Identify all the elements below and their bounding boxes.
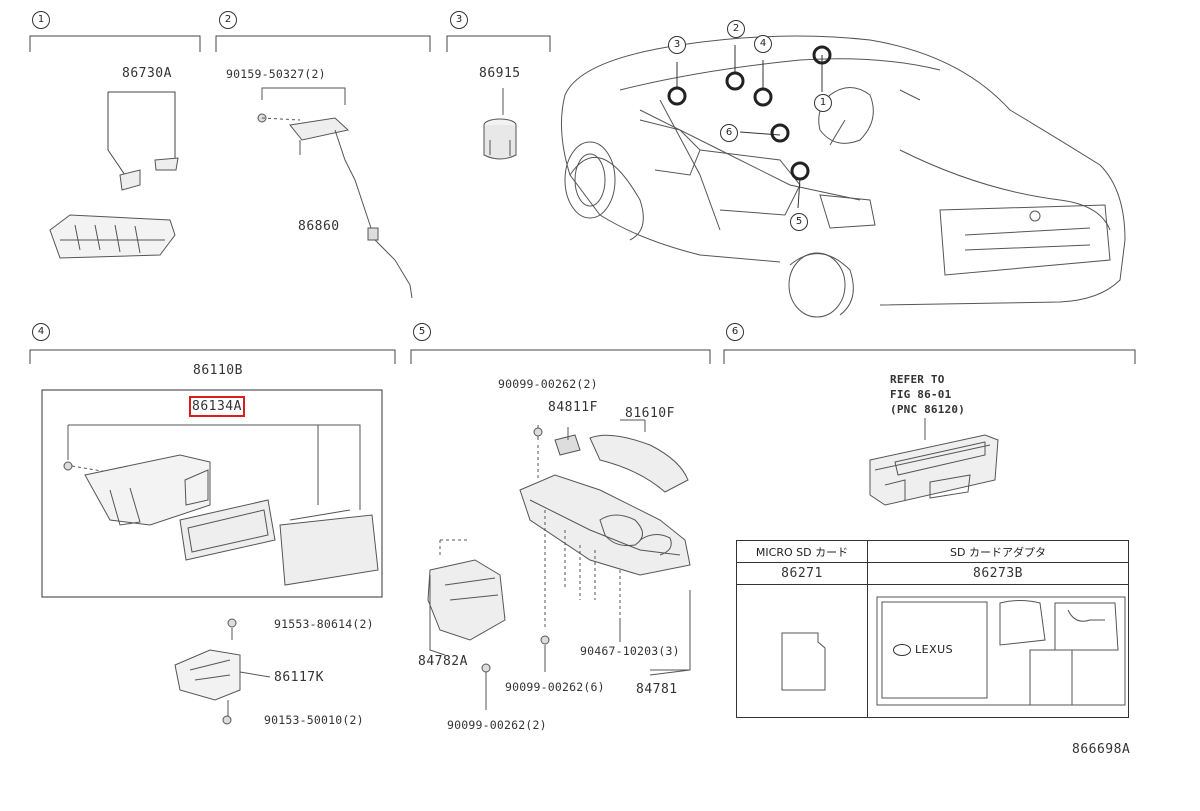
section-number-5: 5 — [413, 323, 431, 341]
part-label-86860[interactable]: 86860 — [298, 219, 340, 234]
lexus-logo-text: LEXUS — [915, 643, 954, 656]
part-label-90099-00262-6[interactable]: 90099-00262(6) — [505, 680, 605, 694]
part-label-84782A[interactable]: 84782A — [418, 654, 468, 669]
section-3-bracket — [446, 35, 551, 52]
part-label-84811F[interactable]: 84811F — [548, 400, 598, 415]
part-86117K-drawing — [174, 618, 271, 725]
section-number-2: 2 — [219, 11, 237, 29]
part-label-90099-00262-2-bottom[interactable]: 90099-00262(2) — [447, 718, 547, 732]
micro-sd-image-cell — [736, 584, 868, 718]
section-number-4: 4 — [32, 323, 50, 341]
car-callout-3: 3 — [668, 36, 686, 54]
part-84782A-drawing — [427, 539, 506, 656]
part-86110B-drawing — [63, 424, 379, 586]
section-4-bracket — [29, 349, 396, 364]
table-header-sd-adapter: SD カードアダプタ — [867, 540, 1129, 563]
refer-line-1: REFER TO — [890, 373, 945, 386]
head-unit-drawing — [869, 418, 999, 506]
part-label-86134A-highlighted[interactable]: 86134A — [189, 396, 245, 417]
section-number-6: 6 — [726, 323, 744, 341]
car-callout-6: 6 — [720, 124, 738, 142]
part-84781-drawing — [481, 419, 691, 710]
refer-line-2[interactable]: FIG 86-01 — [890, 388, 952, 401]
part-label-90099-00262-2-top[interactable]: 90099-00262(2) — [498, 377, 598, 391]
table-header-micro-sd: MICRO SD カード — [736, 540, 868, 563]
car-callout-4: 4 — [754, 35, 772, 53]
car-sketch — [560, 35, 1126, 318]
part-label-86915[interactable]: 86915 — [479, 66, 521, 81]
section-2-bracket — [215, 35, 431, 52]
table-part-86273B[interactable]: 86273B — [867, 562, 1129, 585]
part-label-90467-10203[interactable]: 90467-10203(3) — [580, 644, 680, 658]
part-label-81610F[interactable]: 81610F — [625, 406, 675, 421]
part-86915-drawing — [483, 88, 517, 160]
section-1-bracket — [29, 35, 201, 52]
section-number-1: 1 — [32, 11, 50, 29]
section-4-frame — [41, 389, 383, 598]
car-callout-2: 2 — [727, 20, 745, 38]
part-86730A-drawing — [49, 157, 179, 259]
refer-line-3: (PNC 86120) — [890, 403, 966, 416]
part-label-90159-50327[interactable]: 90159-50327(2) — [226, 67, 326, 81]
car-callout-5: 5 — [790, 213, 808, 231]
part-label-86117K[interactable]: 86117K — [274, 670, 324, 685]
lexus-logo: LEXUS — [893, 643, 953, 656]
callout-leaders — [676, 45, 823, 209]
section-6-bracket — [723, 349, 1136, 364]
figure-id: 866698A — [1072, 742, 1131, 757]
part-label-90153-50010[interactable]: 90153-50010(2) — [264, 713, 364, 727]
table-part-86271[interactable]: 86271 — [736, 562, 868, 585]
car-callout-1: 1 — [814, 94, 832, 112]
car-callout-rings — [667, 45, 832, 181]
part-label-91553-80614[interactable]: 91553-80614(2) — [274, 617, 374, 631]
sd-card-table: MICRO SD カード SD カードアダプタ 86271 86273B — [736, 540, 1129, 718]
part-86860-drawing — [257, 87, 413, 299]
lexus-emblem-icon — [893, 644, 911, 656]
section-5-bracket — [410, 349, 711, 364]
part-label-84781[interactable]: 84781 — [636, 682, 678, 697]
section-number-3: 3 — [450, 11, 468, 29]
part-label-86730A[interactable]: 86730A — [122, 66, 172, 81]
part-label-86110B[interactable]: 86110B — [193, 363, 243, 378]
